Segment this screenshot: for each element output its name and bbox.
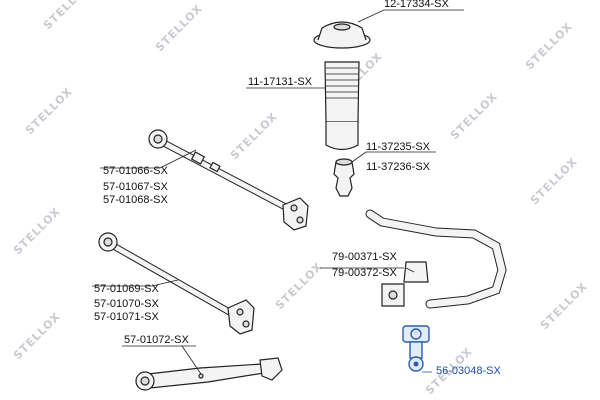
label-arm-a-2: 57-01067-SX — [103, 181, 168, 193]
stab-link-stem — [409, 341, 423, 359]
label-arm-a-1: 57-01066-SX — [103, 165, 168, 177]
label-arm-b-2: 57-01070-SX — [94, 298, 159, 310]
top-mount-dome — [317, 21, 367, 41]
watermark-text: STELLOX — [11, 310, 63, 362]
watermark-text: STELLOX — [528, 155, 580, 207]
bump-stop-body — [333, 161, 355, 197]
part-top-mount[interactable]: 12-17334-SX — [313, 0, 464, 49]
arm-b-bracket — [227, 299, 255, 335]
part-stabilizer[interactable]: 79-00371-SX 79-00372-SX — [320, 209, 507, 309]
watermark-text: STELLOX — [41, 0, 93, 32]
bump-stop-top — [335, 158, 353, 166]
watermark-text: STELLOX — [448, 90, 500, 142]
arm-a-adjuster — [190, 151, 206, 165]
dust-boot-lower — [325, 122, 359, 151]
stab-bushing — [403, 261, 429, 283]
arm-a-bracket — [282, 197, 309, 231]
label-dust-boot: 11-17131-SX — [248, 76, 313, 88]
arm-c-bracket — [259, 357, 283, 381]
top-mount-center — [333, 23, 351, 31]
label-arm-b-1: 57-01069-SX — [94, 283, 159, 295]
watermark-text: STELLOX — [538, 280, 590, 332]
label-arm-a-3: 57-01068-SX — [103, 194, 168, 206]
label-stab-bush-2: 79-00372-SX — [332, 267, 397, 279]
label-arm-b-3: 57-01071-SX — [94, 311, 159, 323]
part-control-arm-b[interactable]: 57-01069-SX 57-01070-SX 57-01071-SX — [92, 232, 255, 335]
label-bump-stop-2: 11-37236-SX — [366, 161, 431, 173]
watermark-text: STELLOX — [11, 205, 63, 257]
watermark-text: STELLOX — [153, 2, 205, 54]
part-bump-stop[interactable]: 11-37235-SX 11-37236-SX — [333, 141, 436, 197]
arm-c-body — [147, 363, 272, 389]
arm-a-nut — [209, 161, 221, 173]
label-stab-link: 56-03048-SX — [436, 365, 501, 377]
label-bump-stop-1: 11-37235-SX — [366, 141, 431, 153]
label-arm-c: 57-01072-SX — [124, 334, 189, 346]
part-stabilizer-link[interactable]: 56-03048-SX — [402, 325, 501, 377]
watermark-text: STELLOX — [23, 85, 75, 137]
watermark-text: STELLOX — [523, 20, 575, 72]
part-dust-boot[interactable]: 11-17131-SX — [246, 61, 360, 151]
label-stab-bush-1: 79-00371-SX — [332, 251, 397, 263]
watermark-text: STELLOX — [228, 110, 280, 162]
label-top-mount: 12-17334-SX — [384, 0, 449, 10]
part-control-arm-c[interactable]: 57-01072-SX — [122, 334, 283, 391]
watermark-text: STELLOX — [273, 260, 325, 312]
part-control-arm-a[interactable]: 57-01066-SX 57-01067-SX 57-01068-SX — [100, 129, 309, 231]
